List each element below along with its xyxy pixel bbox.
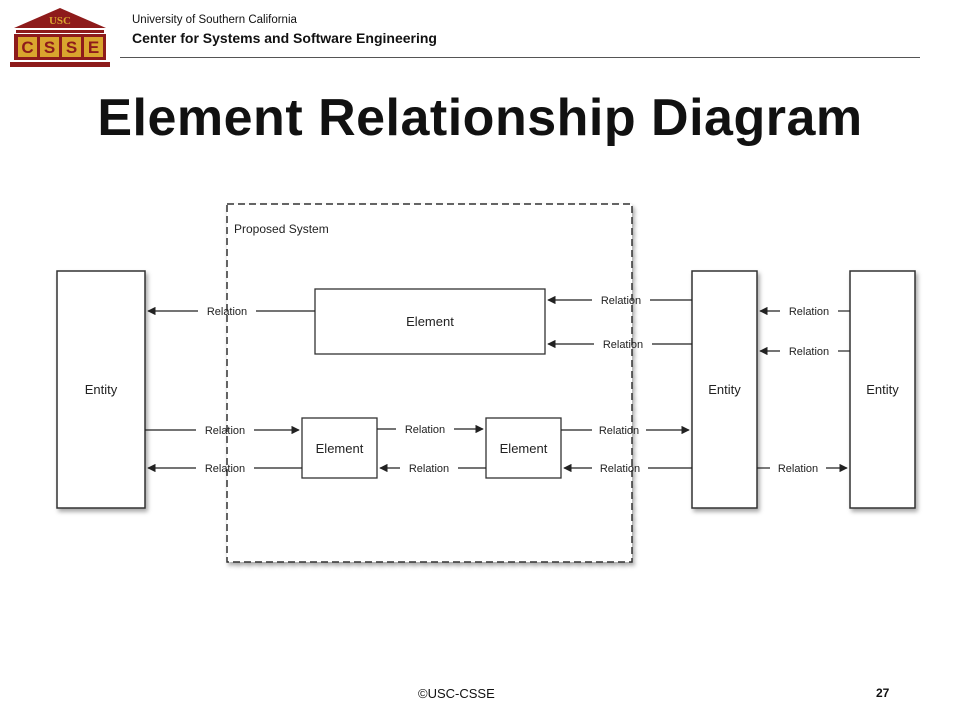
entity-right-inner-box	[691, 270, 758, 509]
entity-left-box	[56, 270, 146, 509]
logo-letter-s1: S	[44, 38, 55, 57]
relation-10-label: Relation	[599, 425, 639, 437]
entity-left-label: Entity	[85, 382, 118, 397]
entity-right-inner-label: Entity	[708, 382, 741, 397]
proposed-system-boundary	[226, 203, 633, 563]
relation-4-label: Relation	[789, 306, 829, 318]
header-divider	[120, 57, 920, 58]
relation-12-label: Relation	[778, 463, 818, 475]
page-number: 27	[876, 686, 890, 700]
relation-1-label: Relation	[207, 306, 247, 318]
relation-6-label: Relation	[205, 425, 245, 437]
proposed-system-label: Proposed System	[234, 222, 329, 236]
logo-letter-c: C	[21, 38, 33, 57]
relation-2-label: Relation	[601, 295, 641, 307]
usc-csse-logo: USC C S S E	[10, 8, 110, 67]
entity-right-outer-box	[849, 270, 916, 509]
relation-9-label: Relation	[409, 463, 449, 475]
logo-letter-s2: S	[66, 38, 77, 57]
element-large-label: Element	[406, 314, 454, 329]
university-name: University of Southern California	[132, 14, 297, 26]
relation-3-label: Relation	[603, 339, 643, 351]
logo-usc-text: USC	[49, 15, 71, 27]
element-small-left-box	[301, 417, 378, 479]
element-small-right-label: Element	[500, 441, 548, 456]
element-small-left-label: Element	[316, 441, 364, 456]
entity-right-outer-label: Entity	[866, 382, 899, 397]
element-large-box	[314, 288, 546, 355]
relation-5-label: Relation	[789, 346, 829, 358]
relation-11-label: Relation	[600, 463, 640, 475]
relation-7-label: Relation	[205, 463, 245, 475]
logo-letter-e: E	[88, 38, 99, 57]
copyright-footer: ©USC-CSSE	[418, 686, 495, 701]
relation-8-label: Relation	[405, 424, 445, 436]
element-small-right-box	[485, 417, 562, 479]
center-name: Center for Systems and Software Engineer…	[132, 30, 437, 46]
slide-title: Element Relationship Diagram	[97, 89, 863, 147]
